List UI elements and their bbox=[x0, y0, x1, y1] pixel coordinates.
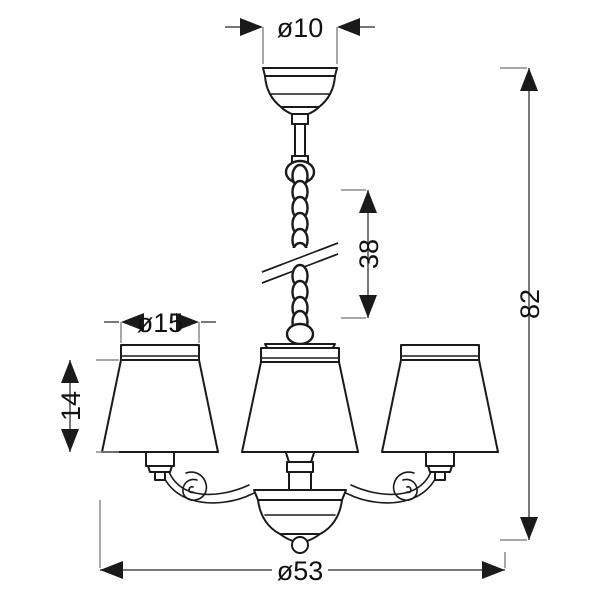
arrow-left-icon bbox=[337, 18, 360, 36]
right-lampshade bbox=[381, 344, 499, 481]
dim-overall-diameter: ø53 bbox=[99, 500, 506, 586]
left-lampshade bbox=[101, 344, 219, 481]
dim-label-shade-height: 14 bbox=[56, 391, 86, 421]
arrow-down-icon bbox=[359, 295, 377, 318]
dim-label-overall-height: 82 bbox=[515, 289, 545, 319]
arrow-right-icon bbox=[176, 313, 199, 331]
dim-shade-diameter: ø15 bbox=[104, 308, 216, 343]
arrow-down-icon bbox=[520, 517, 538, 540]
arrow-right-icon bbox=[240, 18, 263, 36]
arrow-down-icon bbox=[61, 429, 79, 452]
center-lampshade bbox=[241, 347, 359, 453]
arrow-left-icon bbox=[121, 313, 144, 331]
drop-rod bbox=[291, 113, 309, 166]
dim-overall-height: 82 bbox=[500, 67, 545, 541]
dim-label-shade-diameter: ø15 bbox=[137, 308, 184, 338]
dim-label-overall-diameter: ø53 bbox=[277, 556, 324, 586]
arrow-up-icon bbox=[61, 360, 79, 383]
dim-label-chain-length: 38 bbox=[354, 239, 384, 269]
arrow-up-icon bbox=[520, 68, 538, 91]
dim-label-canopy-diameter: ø10 bbox=[277, 13, 324, 43]
dim-shade-height: 14 bbox=[56, 359, 119, 453]
arrow-up-icon bbox=[359, 190, 377, 213]
dim-chain-length: 38 bbox=[341, 189, 384, 319]
arrow-right-icon bbox=[482, 561, 505, 579]
dim-canopy-diameter: ø10 bbox=[225, 13, 375, 64]
ceiling-canopy bbox=[262, 67, 338, 117]
suspension-chain-lower bbox=[285, 263, 315, 346]
arrow-left-icon bbox=[100, 561, 123, 579]
bottom-bowl-finial bbox=[253, 489, 347, 554]
